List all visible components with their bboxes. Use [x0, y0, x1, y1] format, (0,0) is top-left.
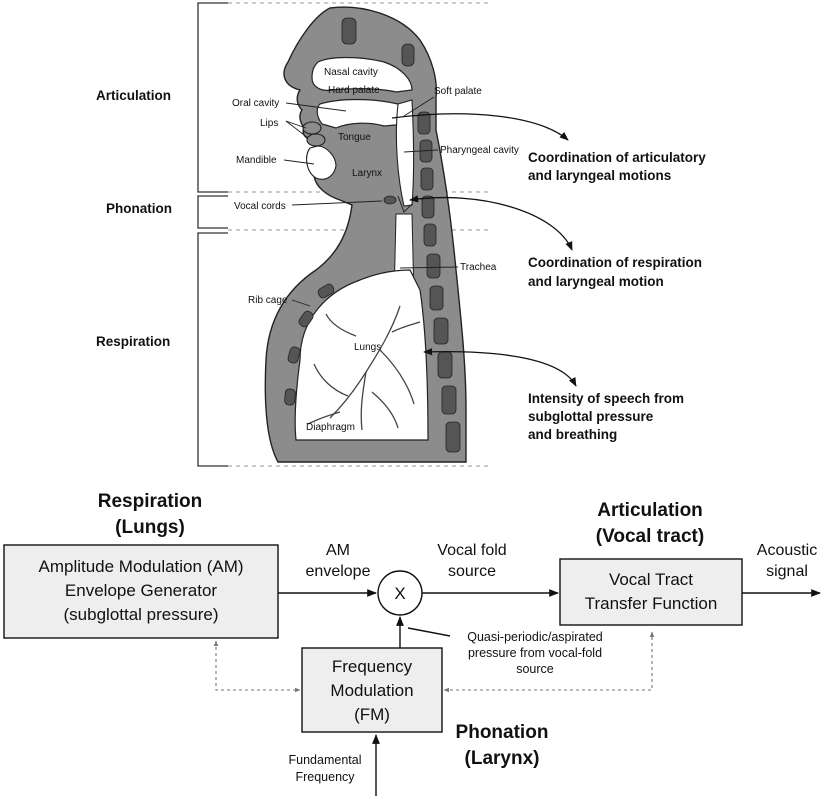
am-block-line1: Amplitude Modulation (AM): [38, 557, 243, 576]
coord-respiration-line2: and laryngeal motion: [528, 274, 664, 289]
label-lungs: Lungs: [354, 342, 381, 353]
acoustic-signal-line2: signal: [766, 563, 808, 580]
label-trachea: Trachea: [460, 262, 497, 273]
fm-block-line3: (FM): [354, 705, 390, 724]
coord-articulatory-line1: Coordination of articulatory: [528, 150, 706, 165]
multiplier-symbol: X: [394, 584, 405, 603]
label-diaphragm: Diaphragm: [306, 422, 355, 433]
am-block-line2: Envelope Generator: [65, 581, 217, 600]
fm-block-line1: Frequency: [332, 657, 413, 676]
anatomy-diagram: Articulation Phonation Respiration: [96, 2, 706, 467]
vocal-tract-block: Vocal Tract Transfer Function: [559, 558, 743, 626]
phonation-header-line1: Phonation: [456, 722, 549, 743]
acoustic-signal-line1: Acoustic: [757, 542, 817, 559]
articulation-header-line1: Articulation: [597, 500, 703, 521]
label-tongue: Tongue: [338, 132, 371, 143]
quasi-periodic-line1: Quasi-periodic/aspirated: [467, 630, 603, 644]
nasal-cavity-shape: [311, 56, 413, 93]
articulation-header-line2: (Vocal tract): [596, 526, 704, 547]
coord-respiration-line1: Coordination of respiration: [528, 255, 702, 270]
label-pharyngeal-cavity: Pharyngeal cavity: [440, 145, 519, 156]
vocal-fold-source-line1: Vocal fold: [437, 542, 506, 559]
label-larynx: Larynx: [352, 168, 382, 179]
label-soft-palate: Soft palate: [434, 86, 482, 97]
fundamental-frequency-line1: Fundamental: [289, 753, 362, 767]
am-envelope-label-line2: envelope: [306, 563, 371, 580]
fm-block-line2: Modulation: [330, 681, 413, 700]
lower-lip-shape: [306, 133, 326, 147]
vocal-fold-source-line2: source: [448, 563, 496, 580]
am-envelope-label-line1: AM: [326, 542, 350, 559]
stage-label-articulation: Articulation: [96, 88, 171, 103]
source-filter-model: Respiration (Lungs) Articulation (Vocal …: [3, 491, 821, 796]
phonation-header-line2: (Larynx): [465, 748, 540, 769]
coord-intensity-line2: subglottal pressure: [528, 409, 654, 424]
quasi-periodic-line3: source: [516, 662, 554, 676]
vt-block-line2: Transfer Function: [585, 594, 718, 613]
label-vocal-cords: Vocal cords: [234, 201, 286, 212]
am-block-line3: (subglottal pressure): [64, 605, 219, 624]
multiplier-node: X: [377, 570, 423, 616]
vt-block-line1: Vocal Tract: [609, 570, 693, 589]
label-rib-cage: Rib cage: [248, 295, 288, 306]
oral-cavity-shape: [316, 98, 411, 129]
feedback-dashed-arrows: [213, 631, 655, 693]
frequency-modulation-block: Frequency Modulation (FM): [301, 647, 443, 733]
anatomy-leader-lines: [283, 96, 459, 307]
label-mandible: Mandible: [236, 155, 277, 166]
label-oral-cavity: Oral cavity: [232, 98, 279, 109]
vocal-cords-shape: [383, 195, 397, 205]
respiration-header-line1: Respiration: [98, 491, 203, 512]
am-envelope-generator-block: Amplitude Modulation (AM) Envelope Gener…: [3, 544, 279, 639]
coord-articulatory-line2: and laryngeal motions: [528, 168, 671, 183]
coord-intensity-line1: Intensity of speech from: [528, 391, 684, 406]
rib-cage-bones: [284, 283, 335, 406]
label-hard-palate: Hard palate: [328, 85, 380, 96]
anatomy-labels: Nasal cavity Hard palate Soft palate Ora…: [232, 67, 519, 433]
quasi-periodic-line2: pressure from vocal-fold: [468, 646, 602, 660]
stage-label-phonation: Phonation: [106, 201, 172, 216]
label-lips: Lips: [260, 118, 278, 129]
fundamental-frequency-line2: Frequency: [295, 770, 355, 784]
coord-intensity-line3: and breathing: [528, 427, 617, 442]
thorax-shape: [294, 269, 429, 441]
stage-brackets: [197, 2, 228, 467]
stage-label-respiration: Respiration: [96, 334, 170, 349]
signal-arrows: [278, 589, 821, 796]
upper-lip-shape: [302, 121, 322, 135]
vocal-anatomy-illustration: [264, 6, 467, 463]
coordination-arrows: [391, 113, 577, 387]
label-nasal-cavity: Nasal cavity: [324, 67, 378, 78]
lung-bronchi: [307, 305, 421, 431]
mandible-shape: [306, 145, 337, 180]
skull-bones: [341, 17, 415, 67]
respiration-header-line2: (Lungs): [115, 517, 185, 538]
